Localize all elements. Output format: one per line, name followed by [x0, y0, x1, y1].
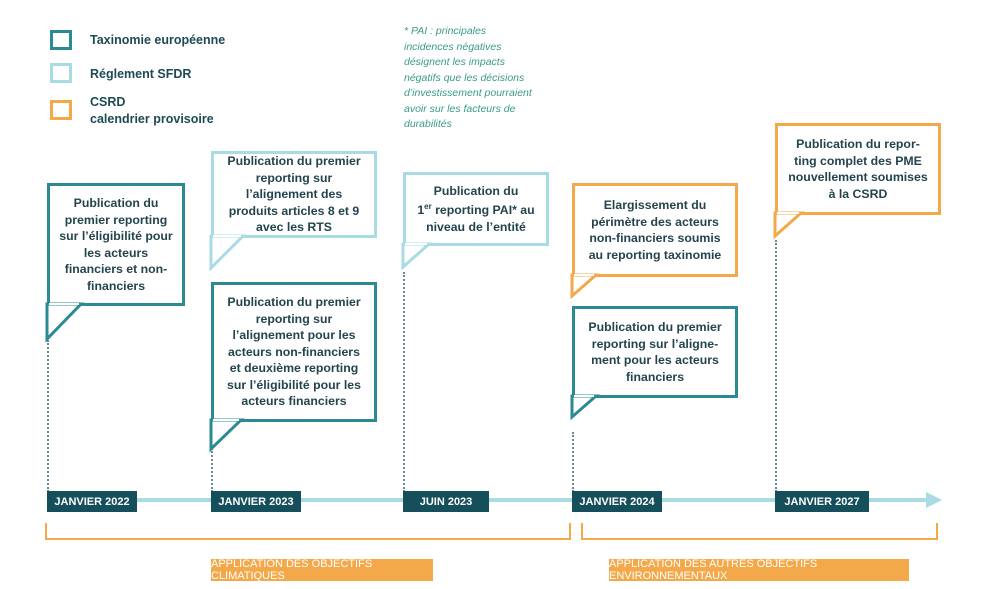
connector-2027: [775, 240, 777, 492]
label-climate-objectives: APPLICATION DES OBJECTIFS CLIMATIQUES: [211, 558, 433, 582]
pai-line2: reporting PAI* au: [431, 203, 535, 218]
bubble-tail: [209, 234, 247, 272]
milestone-bubble-sfdr-alignment: Publication du premier reporting sur l’a…: [211, 151, 377, 238]
pai-line1: Publication du: [433, 183, 519, 198]
bubble-tail: [45, 302, 85, 343]
milestone-bubble-sme-csrd: Publication du repor-ting complet des PM…: [775, 123, 941, 215]
bubble-tail: [209, 418, 245, 453]
legend-swatch-sfdr: [50, 63, 72, 83]
legend-label-sfdr: Réglement SFDR: [90, 67, 192, 81]
connector-2023: [211, 448, 213, 492]
timeline-arrow-icon: [926, 492, 942, 508]
connector-2024: [572, 432, 574, 492]
milestone-bubble-alignment-2023: Publication du premier reporting sur l’a…: [211, 282, 377, 422]
milestone-bubble-eligibility-2022: Publication du premier reporting sur l’é…: [47, 183, 185, 306]
legend-label-csrd-line1: CSRD: [90, 95, 126, 109]
milestone-text: Elargissement du périmètre des acteurs n…: [588, 198, 722, 262]
legend-swatch-csrd: [50, 100, 72, 120]
pai-footnote: * PAI : principales incidences négatives…: [404, 25, 532, 130]
legend-label-taxonomy: Taxinomie européenne: [90, 33, 226, 47]
label-other-objectives: APPLICATION DES AUTRES OBJECTIFS ENVIRON…: [609, 558, 909, 582]
milestone-bubble-scope-extension: Elargissement du périmètre des acteurs n…: [572, 183, 738, 277]
milestone-text: Publication du premier reporting sur l’a…: [227, 154, 361, 235]
milestone-text: Publication du premier reporting sur l’a…: [588, 320, 722, 384]
milestone-bubble-financial-alignment: Publication du premier reporting sur l’a…: [572, 306, 738, 398]
legend-label-csrd-line2: calendrier provisoire: [90, 112, 214, 126]
bubble-tail: [401, 242, 433, 271]
bubble-tail: [570, 273, 600, 300]
milestone-text: Publication du premier reporting sur l’a…: [227, 295, 361, 409]
pai-ordinal: 1: [417, 203, 425, 218]
milestone-text: Publication du premier reporting sur l’é…: [59, 196, 173, 293]
milestone-text: Publication du 1er reporting PAI* au niv…: [417, 183, 534, 236]
legend-swatch-taxonomy: [50, 30, 72, 50]
date-label-janvier-2024: JANVIER 2024: [572, 491, 662, 512]
bubble-tail: [570, 394, 600, 421]
pai-ordinal-sup: er: [424, 202, 432, 212]
legend-label-csrd: CSRD calendrier provisoire: [90, 94, 214, 128]
bracket-other-objectives: [581, 523, 938, 540]
connector-juin-2023: [403, 272, 405, 492]
bracket-climate-objectives: [45, 523, 571, 540]
bubble-tail: [773, 211, 805, 240]
date-label-janvier-2022: JANVIER 2022: [47, 491, 137, 512]
date-label-janvier-2027: JANVIER 2027: [775, 491, 869, 512]
milestone-bubble-pai: Publication du 1er reporting PAI* au niv…: [403, 172, 549, 246]
date-label-juin-2023: JUIN 2023: [403, 491, 489, 512]
pai-line3: niveau de l’entité: [426, 219, 526, 234]
date-label-janvier-2023: JANVIER 2023: [211, 491, 301, 512]
milestone-text: Publication du repor-ting complet des PM…: [788, 137, 928, 201]
connector-2022: [47, 340, 49, 492]
